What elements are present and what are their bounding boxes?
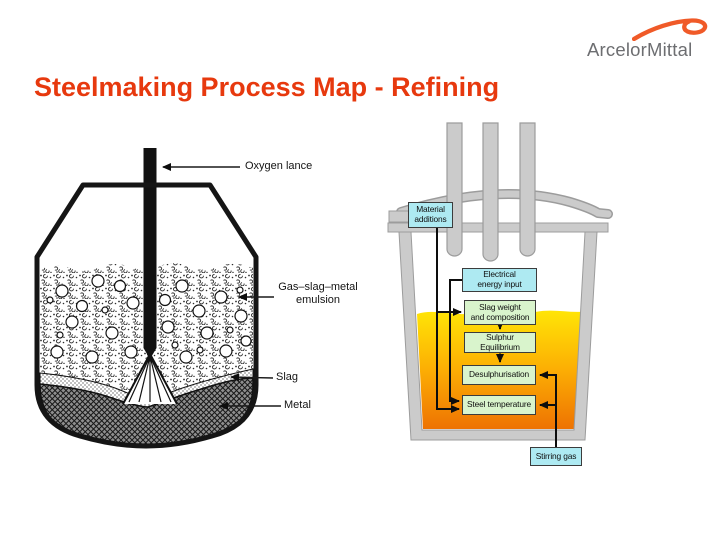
arcelormittal-swoosh-icon (632, 18, 708, 41)
oxygen-lance (143, 148, 157, 356)
flow-arrows (436, 228, 557, 447)
converter-diagram (34, 148, 281, 449)
electrodes (446, 122, 536, 262)
brand-logo: ArcelorMittal (585, 4, 715, 66)
oxygen-jet (122, 353, 178, 405)
converter-label-arrows (162, 163, 281, 410)
flow-box-desulphurisation: Desulphurisation (462, 365, 536, 385)
converter-vessel-outline (34, 182, 259, 449)
gas-bubbles (46, 274, 252, 364)
flow-box-stirring-gas: Stirring gas (530, 447, 582, 466)
flow-box-electrical-energy-input: Electrical energy input (462, 268, 537, 292)
brand-wordmark: ArcelorMittal (587, 39, 693, 60)
flow-box-slag-weight-and-composition: Slag weight and composition (464, 300, 536, 325)
page-title: Steelmaking Process Map - Refining (34, 72, 500, 102)
metal-label: Metal (284, 399, 311, 411)
ladle-shell (398, 231, 598, 441)
flow-box-material-additions: Material additions (408, 202, 453, 228)
emulsion-label: Gas–slag–metal emulsion (278, 281, 358, 306)
flow-box-sulphur-equilibrium: Sulphur Equilibrium (464, 332, 536, 353)
oxygen-lance-label: Oxygen lance (245, 160, 313, 172)
slag-label: Slag (276, 371, 299, 383)
flow-box-steel-temperature: Steel temperature (462, 395, 536, 415)
